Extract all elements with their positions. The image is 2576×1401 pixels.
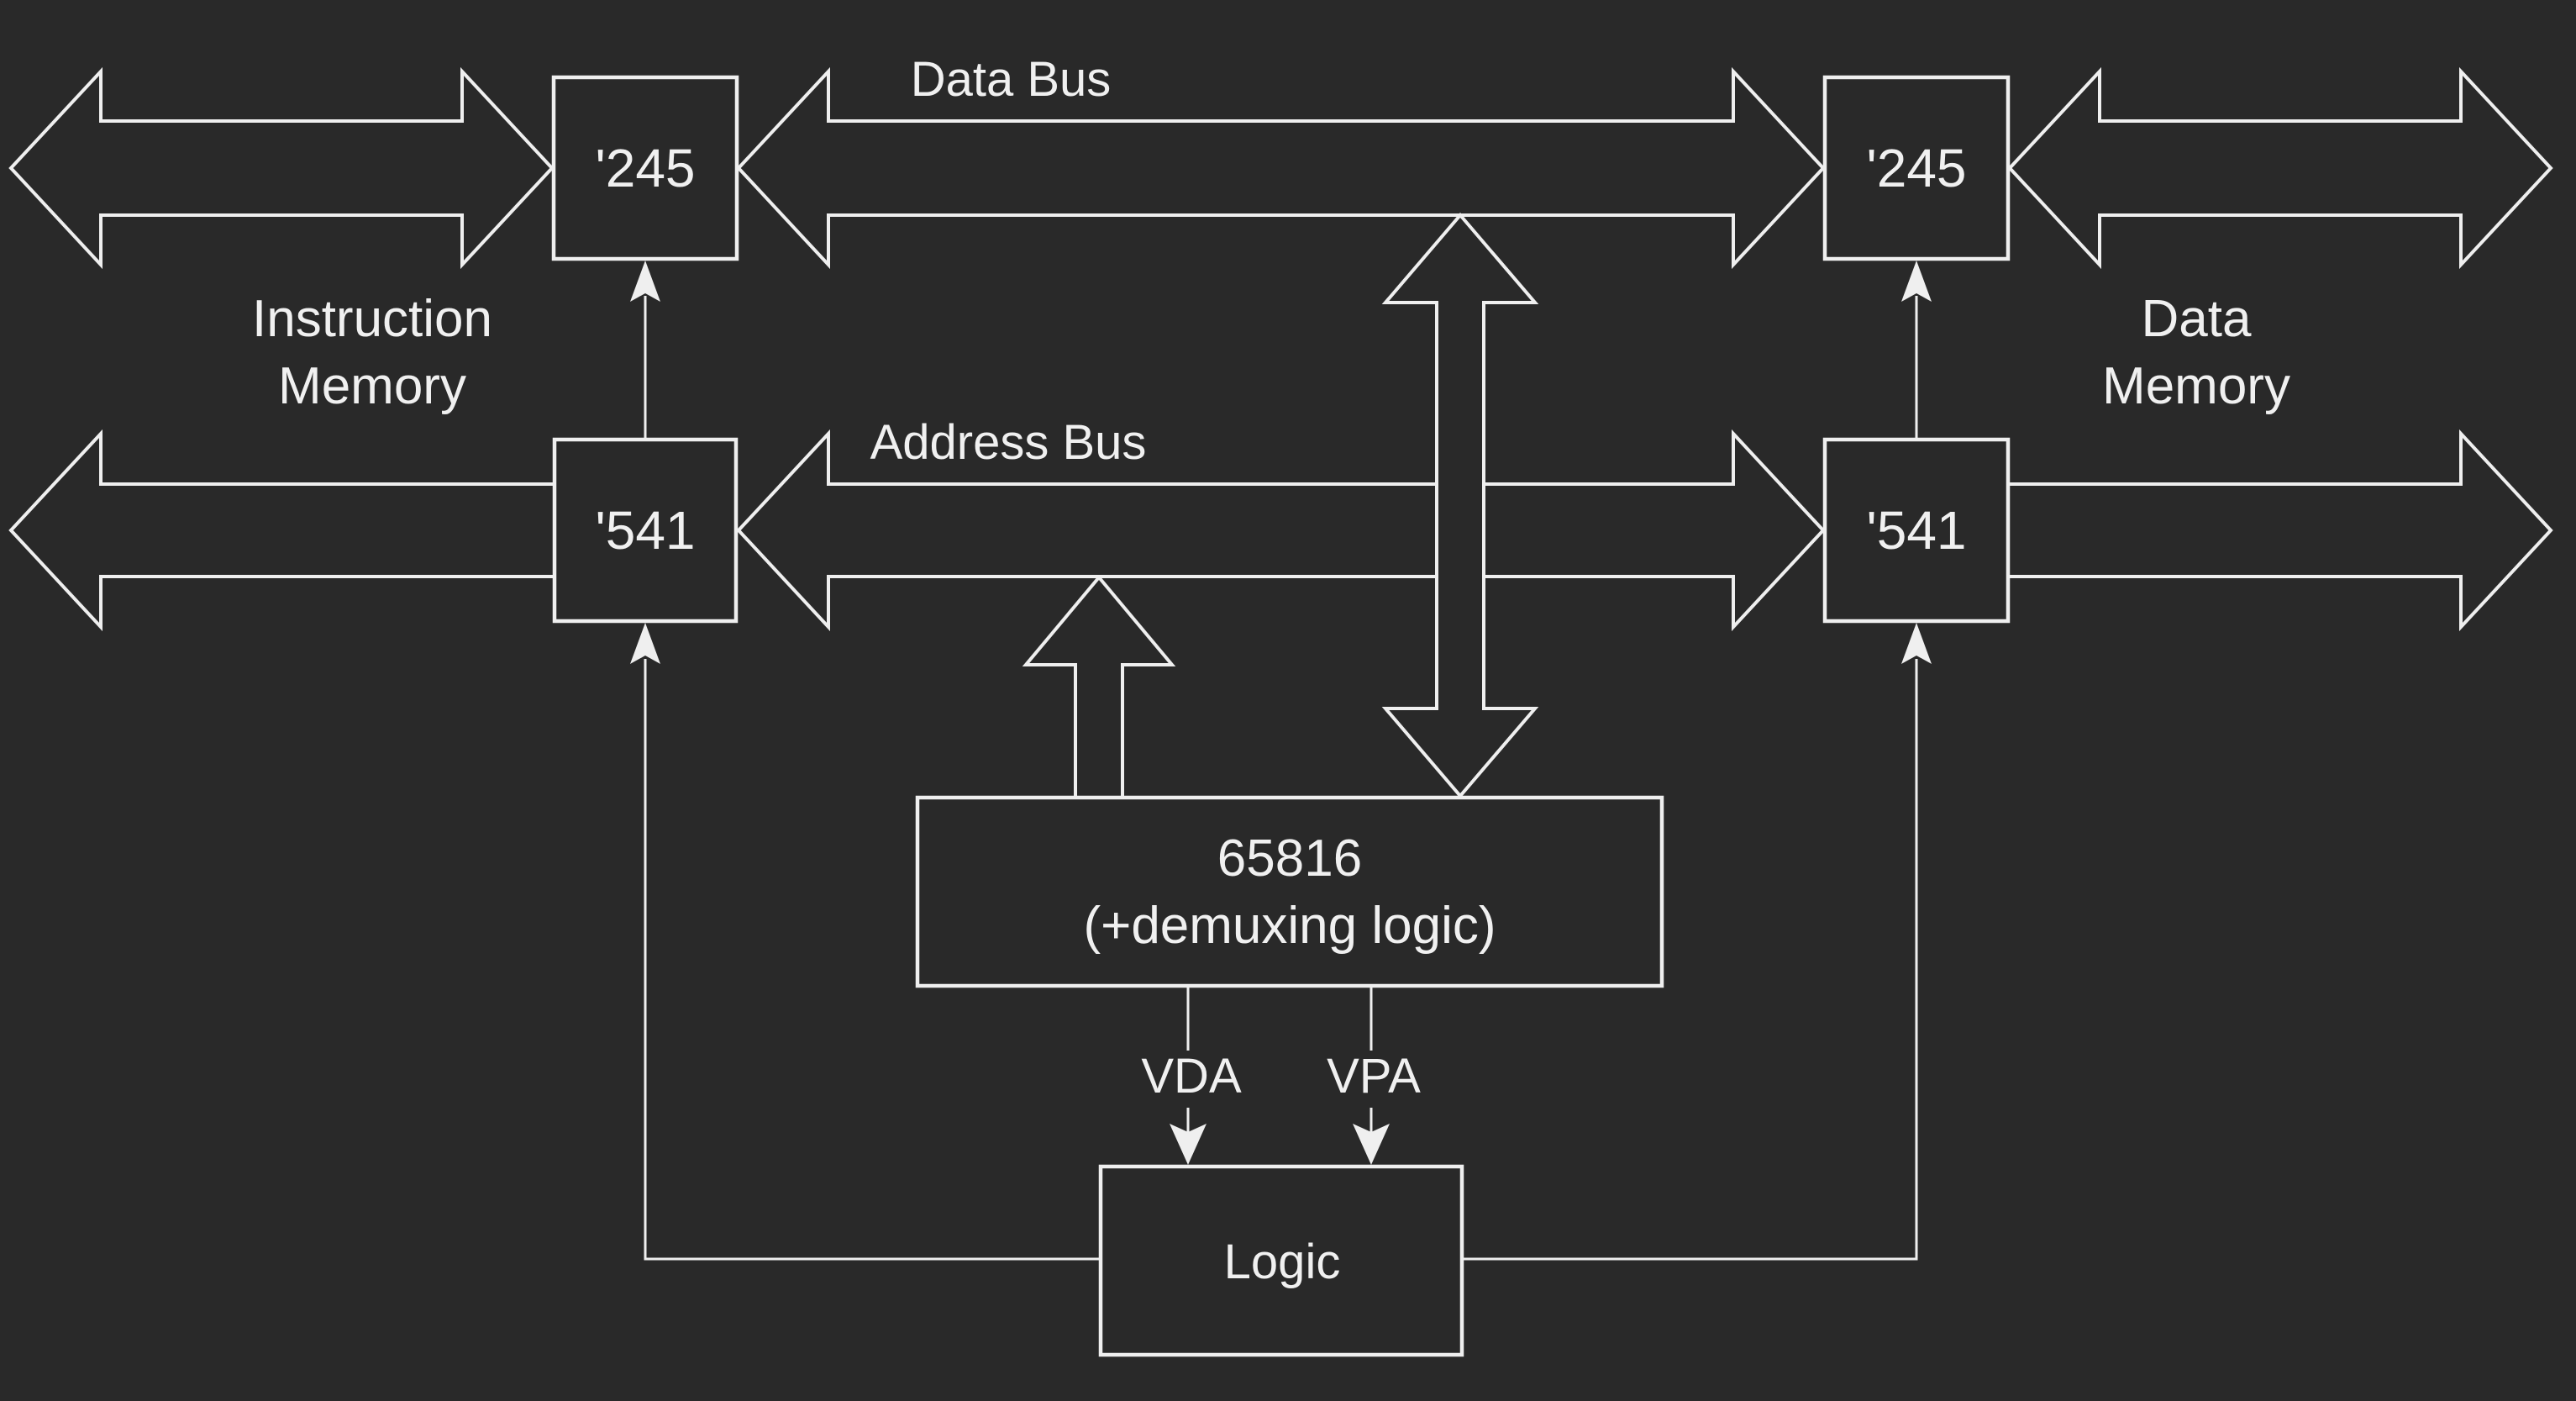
- cpu-label: 65816 (+demuxing logic): [1083, 825, 1496, 960]
- data-memory-label-line1: Data: [2141, 290, 2252, 348]
- logic-to-left-buffer-arrowhead: [630, 623, 660, 664]
- data-bus-arrow-right: [2007, 66, 2553, 270]
- address-bus-label: Address Bus: [870, 415, 1147, 470]
- left-transceiver-label: '245: [595, 138, 696, 198]
- data-memory-label: Data Memory: [2102, 286, 2290, 420]
- left-transceiver-box: [551, 75, 739, 261]
- right-buffer-to-transceiver-arrowhead: [1901, 261, 1932, 302]
- vda-signal-label: VDA: [1141, 1049, 1242, 1103]
- data-bus-arrow-middle: [736, 66, 1826, 270]
- right-buffer-box: [1822, 437, 2011, 624]
- cpu-label-line2: (+demuxing logic): [1083, 897, 1496, 955]
- instruction-memory-label-line1: Instruction: [251, 290, 493, 348]
- data-bus-row: [8, 66, 2553, 270]
- data-bus-label: Data Bus: [910, 52, 1112, 107]
- logic-label: Logic: [1223, 1235, 1341, 1289]
- cpu-box: [915, 795, 1664, 988]
- logic-to-right-buffer-arrowhead: [1901, 623, 1932, 664]
- vda-to-logic-arrowhead: [1170, 1124, 1207, 1165]
- address-bus-arrow-right: [2005, 429, 2553, 632]
- address-bus-arrow-left: [8, 429, 558, 632]
- instruction-memory-label-line2: Memory: [278, 357, 466, 415]
- data-memory-label-line2: Memory: [2102, 357, 2290, 415]
- chip-boxes: [551, 75, 2011, 1357]
- left-buffer-to-transceiver-arrowhead: [630, 261, 660, 302]
- instruction-memory-label: Instruction Memory: [252, 286, 492, 420]
- right-buffer-label: '541: [1866, 500, 1967, 561]
- vpa-to-logic-arrowhead: [1353, 1124, 1390, 1165]
- right-transceiver-label: '245: [1866, 138, 1967, 198]
- right-transceiver-box: [1822, 75, 2011, 261]
- address-bus-row: [8, 429, 2553, 632]
- thin-wires: [630, 261, 1932, 1261]
- logic-box: [1098, 1164, 1464, 1357]
- left-buffer-box: [552, 437, 739, 624]
- data-bus-arrow-left: [8, 66, 555, 270]
- logic-to-left-buffer-wire: [644, 659, 1101, 1261]
- vpa-signal-label: VPA: [1327, 1049, 1421, 1103]
- cpu-label-line1: 65816: [1217, 830, 1363, 887]
- logic-to-right-buffer-wire: [1462, 659, 1918, 1261]
- cpu-address-bus-up-arrow: [1022, 574, 1176, 800]
- left-buffer-label: '541: [595, 500, 696, 561]
